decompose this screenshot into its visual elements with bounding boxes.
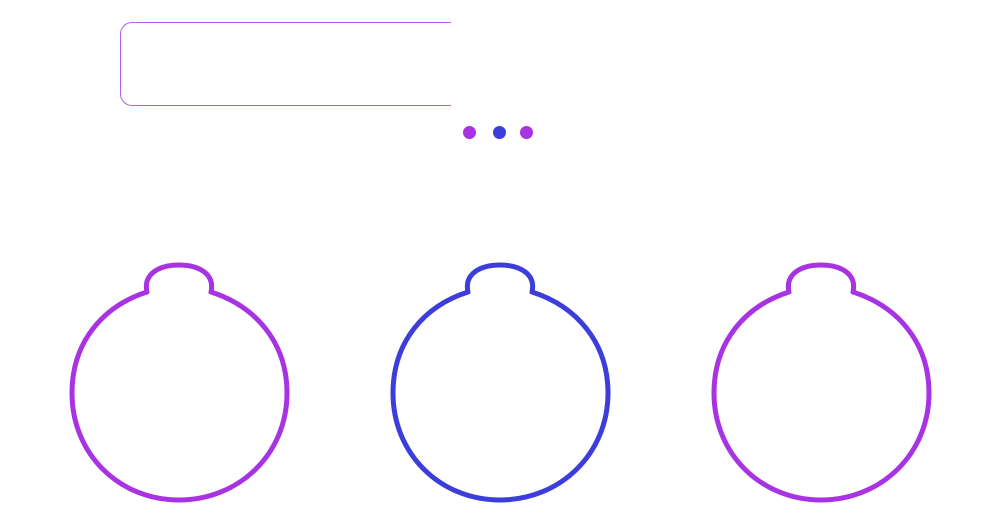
card-viewport — [120, 22, 451, 110]
ornament-outline-icon[interactable] — [711, 262, 933, 506]
ornament-outline-icon[interactable] — [69, 262, 291, 506]
ornament-outline — [711, 262, 932, 503]
pagination-dot[interactable] — [520, 126, 533, 139]
empty-card — [120, 22, 451, 106]
pagination-dot-active[interactable] — [493, 126, 506, 139]
ornament-outline — [390, 262, 611, 503]
pagination-dot[interactable] — [463, 126, 476, 139]
ornament-outline-icon[interactable] — [390, 262, 612, 506]
ornament-outline — [69, 262, 290, 503]
